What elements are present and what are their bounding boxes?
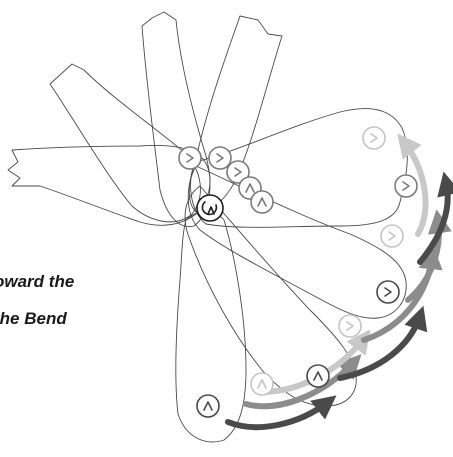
finger-outline-upper-left <box>50 64 200 222</box>
joint-marker-center-1 <box>179 147 201 169</box>
joint-marker-center-2 <box>209 147 231 169</box>
joint-marker-bottom <box>197 395 219 417</box>
joint-marker-center-5 <box>251 191 273 213</box>
joint-marker-lower-light-1 <box>339 315 361 337</box>
joint-marker-right-top-light <box>363 127 385 149</box>
finger-outline-lower-right <box>188 166 406 318</box>
joint-marker-right-middle-dark <box>377 281 399 303</box>
joint-marker-right-top-mid <box>395 175 417 197</box>
joint-marker-lower-dark <box>307 365 329 387</box>
joint-markers <box>179 127 417 417</box>
joint-marker-right-middle-light <box>381 225 403 247</box>
joint-marker-pivot <box>197 195 223 221</box>
caption-line-2: the Bend <box>0 309 67 329</box>
joint-marker-lower-light-2 <box>251 373 273 395</box>
caption-line-1: oward the <box>0 272 74 292</box>
